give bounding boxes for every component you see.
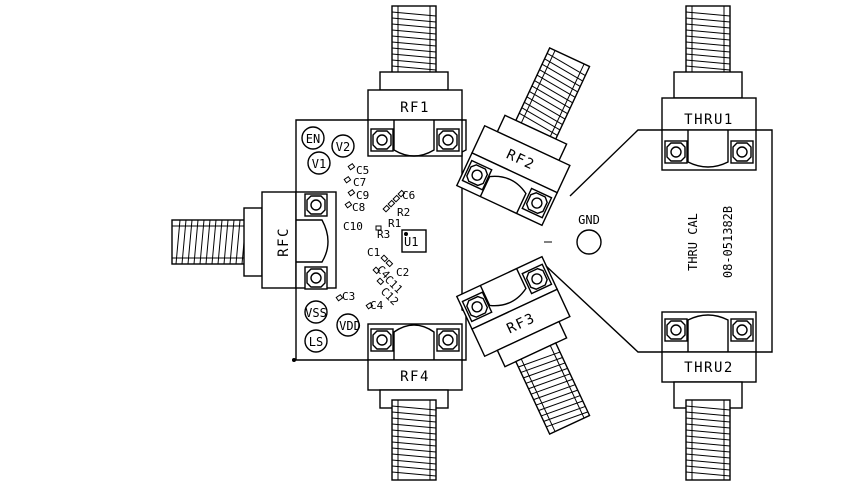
thru-cal-board: THRU1 THRU2 THRU CAL 08-051382B	[544, 5, 773, 481]
v2-pad	[331, 134, 355, 158]
c10-label: C10	[343, 220, 363, 233]
c1-label: C1	[367, 246, 380, 259]
c6-label: C6	[402, 189, 415, 202]
rf1-screw-left-icon	[370, 128, 394, 152]
thru1-label: THRU1	[684, 112, 734, 128]
rf3-connector: RF3	[455, 255, 591, 435]
ls-label: LS	[309, 335, 323, 349]
rf3-sma-icon	[515, 342, 591, 435]
gnd-pad	[576, 229, 602, 255]
thru2-screw-left-icon	[664, 318, 688, 342]
thru1-screw-right-icon	[730, 140, 754, 164]
r3-label: R3	[377, 228, 390, 241]
thru-cal-title: THRU CAL	[686, 213, 700, 271]
rf1-screw-right-icon	[436, 128, 460, 152]
v1-pad	[307, 151, 331, 175]
vss-label: VSS	[305, 306, 327, 320]
c9-label: C9	[356, 189, 369, 202]
vdd-pad	[336, 313, 360, 337]
thru2-screw-right-icon	[730, 318, 754, 342]
c2-label: C2	[396, 266, 409, 279]
v2-label: V2	[336, 140, 350, 154]
rf1-connector: RF1	[367, 5, 463, 157]
thru2-label: THRU2	[684, 360, 734, 376]
en-label: EN	[306, 132, 320, 146]
rfc-label: RFC	[276, 227, 292, 257]
vss-pad	[304, 300, 328, 324]
gnd-pad-group: GND	[576, 213, 602, 255]
rf2-connector: RF2	[455, 47, 591, 227]
v1-label: V1	[312, 157, 326, 171]
rf4-screw-left-icon	[370, 328, 394, 352]
c4-lower-label: C4	[370, 299, 384, 312]
rfc-screw-top-icon	[304, 193, 328, 217]
rf4-screw-right-icon	[436, 328, 460, 352]
rfc-screw-bottom-icon	[304, 266, 328, 290]
en-pad	[301, 126, 325, 150]
rfc-sma-icon	[171, 219, 253, 265]
thru1-screw-left-icon	[664, 140, 688, 164]
thru2-sma-icon	[685, 399, 731, 481]
gnd-label: GND	[578, 213, 600, 227]
control-pads: EN V2 V1 VSS VDD LS	[301, 126, 361, 353]
rf1-label: RF1	[400, 100, 430, 116]
thru-cal-part-number: 08-051382B	[721, 206, 735, 278]
r2-label: R2	[397, 206, 410, 219]
rfc-connector: RFC	[171, 191, 337, 290]
rf4-connector: RF4	[367, 323, 463, 481]
r1-label: R1	[388, 217, 401, 230]
vdd-label: VDD	[339, 319, 361, 333]
ls-pad	[304, 329, 328, 353]
u1-footprint	[401, 229, 427, 253]
c7-label: C7	[353, 176, 366, 189]
c3-label: C3	[342, 290, 355, 303]
c8-label: C8	[352, 201, 365, 214]
rf4-label: RF4	[400, 369, 430, 385]
main-board	[292, 119, 467, 362]
c5-label: C5	[356, 164, 369, 177]
u1-label: U1	[404, 235, 418, 249]
component-footprints: C5 C7 C9 C8 C6 R2 R1 C10 R3 U1 C1 C2 C4 …	[335, 162, 427, 312]
rf4-sma-icon	[391, 399, 437, 481]
